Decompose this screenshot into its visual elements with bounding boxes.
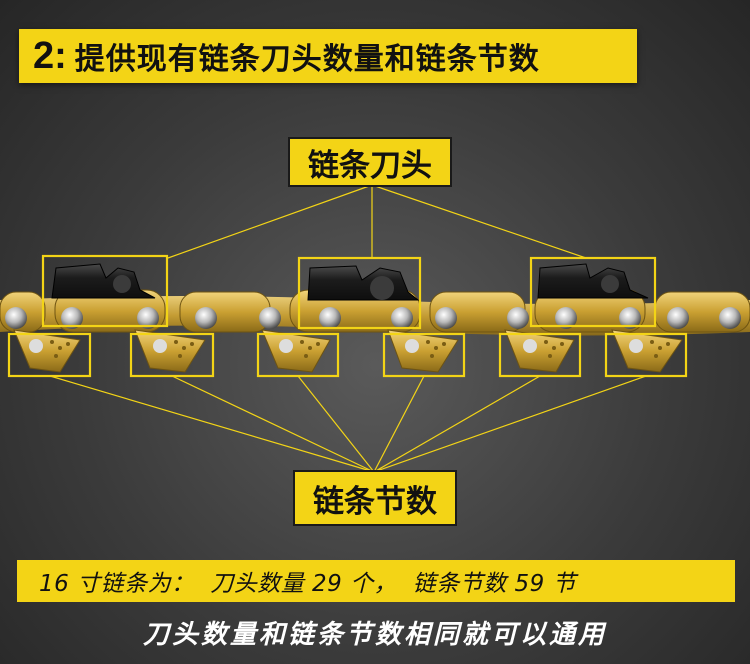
cutter-1 [51,263,156,299]
link-box-4 [382,332,466,378]
rivets [5,307,741,329]
link-box-1 [7,332,92,378]
links-label: 链条节数 [293,470,457,526]
cutter-3 [537,263,649,299]
cutter-box-1 [41,254,169,328]
summary-bar: 16 寸链条为： 刀头数量 29 个， 链条节数 59 节 [17,560,735,602]
cutter-box-2 [297,256,422,330]
cutter-teeth [51,263,649,301]
cutter-highlight-boxes [41,254,657,330]
heading-number: 2: [33,34,67,77]
heading-banner: 2: 提供现有链条刀头数量和链条节数 [19,29,637,83]
link-box-3 [256,332,340,378]
cutter-2 [307,265,420,301]
footer-note: 刀头数量和链条节数相同就可以通用 [142,620,607,650]
link-box-2 [129,332,215,378]
link-leader-lines [49,375,647,473]
link-box-6 [604,332,688,378]
summary-text: 16 寸链条为： 刀头数量 29 个， 链条节数 59 节 [39,571,577,597]
cutter-leader-lines [167,184,587,259]
link-highlight-boxes [7,332,688,378]
link-box-5 [498,332,582,378]
heading-title: 提供现有链条刀头数量和链条节数 [74,42,540,77]
cutter-label: 链条刀头 [288,137,452,187]
chain-body [0,289,750,373]
cutter-box-3 [529,256,657,328]
